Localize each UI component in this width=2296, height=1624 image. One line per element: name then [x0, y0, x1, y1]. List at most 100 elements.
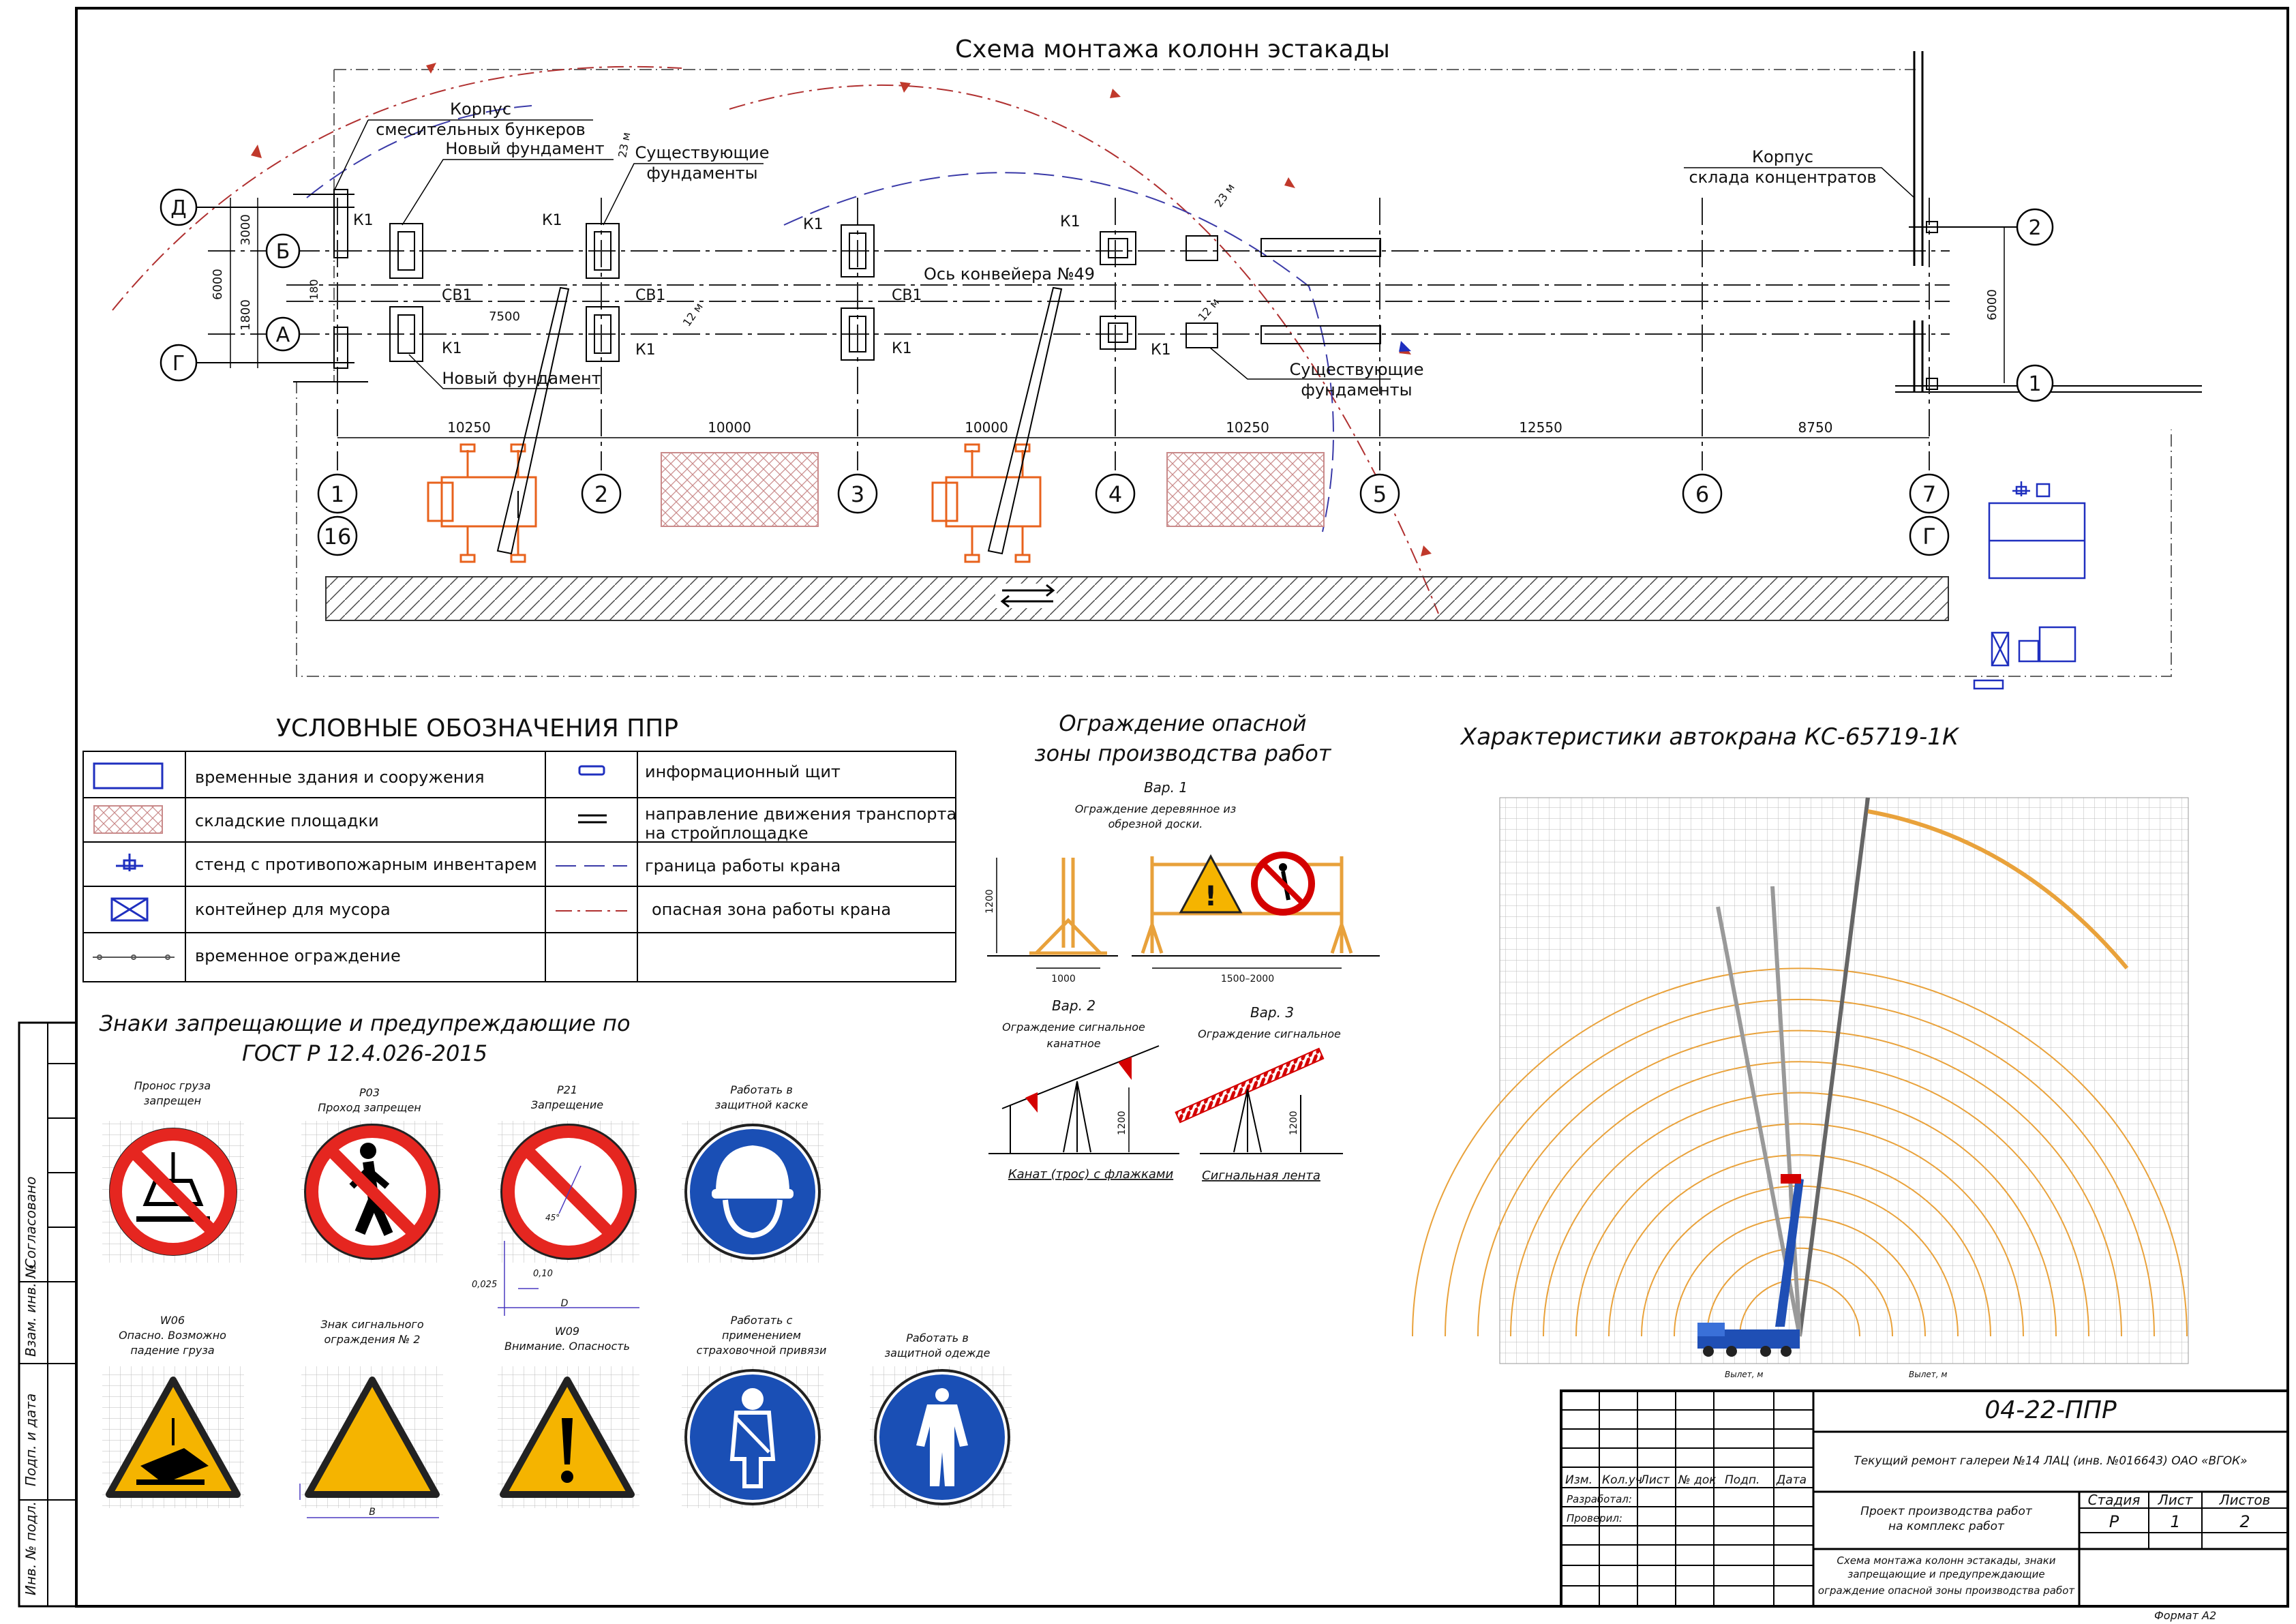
- sign2-name: Проход запрещен: [318, 1101, 421, 1114]
- stamp-h-podp: Подп.: [1725, 1473, 1759, 1487]
- stamp-code: 04-22-ППР: [1984, 1396, 2117, 1424]
- stamp-stage-h: Стадия: [2088, 1492, 2141, 1508]
- sidebar-inv-replace: Взам. инв. №: [22, 1264, 39, 1357]
- legend-temp-building-icon: [93, 762, 164, 790]
- sign3-name: Запрещение: [531, 1098, 603, 1111]
- fence-section: Ограждение опасной зоны производства раб…: [984, 710, 1380, 1183]
- sign1-name-2: запрещен: [144, 1094, 201, 1107]
- sign4-name-2: защитной каске: [715, 1098, 809, 1111]
- sign8-name-3: страховочной привязи: [697, 1344, 827, 1357]
- legend: УСЛОВНЫЕ ОБОЗНАЧЕНИЯ ППР временные здани…: [82, 715, 962, 982]
- stamp-checked: Проверил:: [1567, 1512, 1622, 1524]
- label-k1-h: К1: [1151, 342, 1171, 359]
- label-radius-12b: 12 м: [1196, 296, 1222, 324]
- label-radius-12a: 12 м: [680, 301, 706, 329]
- temporary-buildings: [1973, 502, 2086, 690]
- legend-item-danger-zone: опасная зона работы крана: [652, 900, 891, 919]
- dim-10000-b: 10000: [965, 419, 1008, 436]
- crane-truck-icon: [1697, 1174, 1804, 1357]
- foundations: [389, 223, 1381, 362]
- col-axis-5: 5: [1373, 481, 1387, 507]
- col-axis-16: 16: [324, 524, 352, 550]
- sign6-name-2: ограждения № 2: [324, 1333, 421, 1346]
- col-axis-2: 2: [594, 481, 608, 507]
- traffic-direction-icon: [1000, 584, 1055, 608]
- legend-temp-fence-icon: [93, 954, 175, 960]
- stamp-h-koluch: Кол.уч: [1602, 1473, 1642, 1487]
- sign-harness-icon: [684, 1369, 821, 1505]
- axis-G: Г: [172, 352, 185, 376]
- crane-boundary-arc: [783, 172, 1334, 532]
- label-korpus-2a: Корпус: [1752, 147, 1813, 166]
- dim-10250-a: 10250: [447, 419, 491, 436]
- sign6-dim-B: B: [369, 1507, 376, 1518]
- sign9-name-1: Работать в: [906, 1332, 969, 1344]
- axis-2-right: 2: [2028, 216, 2041, 240]
- load-curve: [1706, 1247, 1893, 1337]
- scheme-title: Схема монтажа колонн эстакады: [955, 35, 1390, 63]
- fence-dim-1200-b: 1200: [1117, 1111, 1128, 1135]
- sign3-dim-010: 0,10: [533, 1269, 553, 1279]
- stamp-sheet-title-1: Схема монтажа колонн эстакады, знаки: [1837, 1554, 2055, 1567]
- axis-D: Д: [170, 196, 186, 220]
- load-curve: [1608, 1154, 1991, 1337]
- fence-rope-label: Канат (трос) с флажками: [1008, 1167, 1174, 1182]
- fence-var1: Вар. 1: [1144, 779, 1188, 796]
- fence-dim-1000: 1000: [1051, 974, 1076, 984]
- legend-item-info-board: информационный щит: [645, 762, 841, 781]
- danger-zone-arc-2: [729, 84, 1439, 614]
- label-sv1-a: СВ1: [442, 287, 472, 304]
- stamp-h-izm: Изм.: [1565, 1473, 1592, 1487]
- jib-curve: [1867, 809, 2129, 969]
- label-k1-b: К1: [442, 340, 462, 357]
- stamp-object: Текущий ремонт галереи №14 ЛАЦ (инв. №01…: [1854, 1454, 2247, 1468]
- fence-title-1: Ограждение опасной: [1059, 710, 1306, 736]
- sign9-name-2: защитной одежде: [885, 1347, 991, 1359]
- col-axis-G: Г: [1922, 524, 1936, 550]
- legend-title: УСЛОВНЫЕ ОБОЗНАЧЕНИЯ ППР: [276, 715, 678, 742]
- sign1-name-1: Пронос груза: [134, 1079, 211, 1092]
- crane-chart: Характеристики автокрана КС-65719-1К Выл…: [1412, 723, 2189, 1379]
- label-korpus-1a: Корпус: [450, 100, 511, 119]
- storage-area-2: [1166, 452, 1325, 527]
- sidebar-sign-date: Подп. и дата: [22, 1394, 39, 1486]
- dim-8750: 8750: [1798, 419, 1833, 436]
- temporary-fence-line: [296, 70, 2172, 677]
- sign-helmet-icon: [684, 1124, 821, 1260]
- label-k1-d: К1: [635, 342, 656, 359]
- label-korpus-1b: смесительных бункеров: [376, 120, 586, 139]
- legend-waste-container-icon: [110, 897, 149, 922]
- fence-var2: Вар. 2: [1052, 997, 1096, 1014]
- dim-6000-right: 6000: [1985, 289, 1999, 320]
- label-k1-f: К1: [892, 340, 912, 357]
- boom-position: [1770, 886, 1802, 1337]
- legend-item-traffic: направление движения транспорта на строй…: [645, 805, 962, 843]
- sign2-code: Р03: [359, 1086, 380, 1099]
- load-curve: [1543, 1092, 2057, 1337]
- sign-no-load-carrying-icon: [109, 1128, 237, 1256]
- sign7-code: W09: [555, 1325, 579, 1338]
- dim-10250-b: 10250: [1226, 419, 1269, 436]
- label-radius-23b: 23 м: [1212, 181, 1237, 210]
- load-curve: [1674, 1216, 1926, 1337]
- installation-scheme: Схема монтажа колонн эстакады: [112, 35, 2202, 690]
- boom-position: [1798, 797, 1870, 1337]
- sign5-name-2: падение груза: [130, 1344, 214, 1357]
- sign7-name: Внимание. Опасность: [504, 1340, 630, 1353]
- fence-var2-desc-2: канатное: [1046, 1037, 1100, 1050]
- dim-6000-left: 6000: [211, 269, 225, 300]
- sign-protective-clothing-icon: [874, 1369, 1010, 1505]
- stamp-format: Формат А2: [2154, 1609, 2216, 1622]
- legend-item-crane-boundary: граница работы крана: [645, 856, 841, 875]
- fence-dim-1200-a: 1200: [984, 889, 995, 914]
- warning-sign-small-icon: !: [1179, 854, 1243, 914]
- stamp-sheets-h: Листов: [2219, 1492, 2271, 1508]
- dim-12550: 12550: [1519, 419, 1562, 436]
- legend-info-board-icon: [578, 765, 605, 776]
- axis-B: Б: [276, 240, 290, 264]
- stamp-h-ndok: № док: [1678, 1473, 1717, 1487]
- sign-fence-2-icon: [299, 1377, 440, 1518]
- axis-1-right: 1: [2028, 372, 2041, 396]
- crane-axis-note-2: Вылет, м: [1909, 1370, 1947, 1379]
- legend-item-temp-fence: временное ограждение: [195, 946, 401, 965]
